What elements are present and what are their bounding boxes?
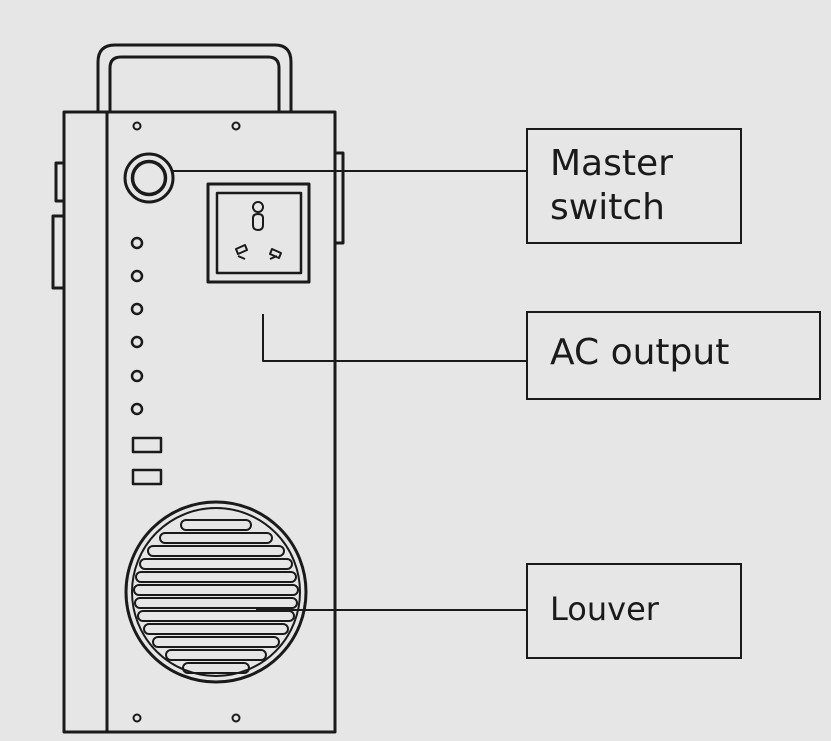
indicator-lights xyxy=(130,236,144,416)
usb-port-2 xyxy=(131,468,163,486)
master-switch-label: Master switch xyxy=(550,143,673,228)
screw-top-left xyxy=(132,121,142,131)
carry-handle xyxy=(96,43,293,112)
louver-label: Louver xyxy=(550,590,659,628)
louver-callout: Louver xyxy=(526,563,742,659)
master-switch-button xyxy=(123,152,175,204)
device-body xyxy=(51,110,345,734)
louver-grille xyxy=(124,500,308,684)
ac-output-callout: AC output xyxy=(526,311,821,400)
screw-bottom-right xyxy=(231,713,241,723)
leader-line-ac xyxy=(262,314,526,362)
screw-top-right xyxy=(231,121,241,131)
ac-outlet xyxy=(206,182,311,284)
ac-output-label: AC output xyxy=(550,332,730,373)
master-switch-callout: Master switch xyxy=(526,128,742,244)
screw-bottom-left xyxy=(132,713,142,723)
usb-port-1 xyxy=(131,436,163,454)
